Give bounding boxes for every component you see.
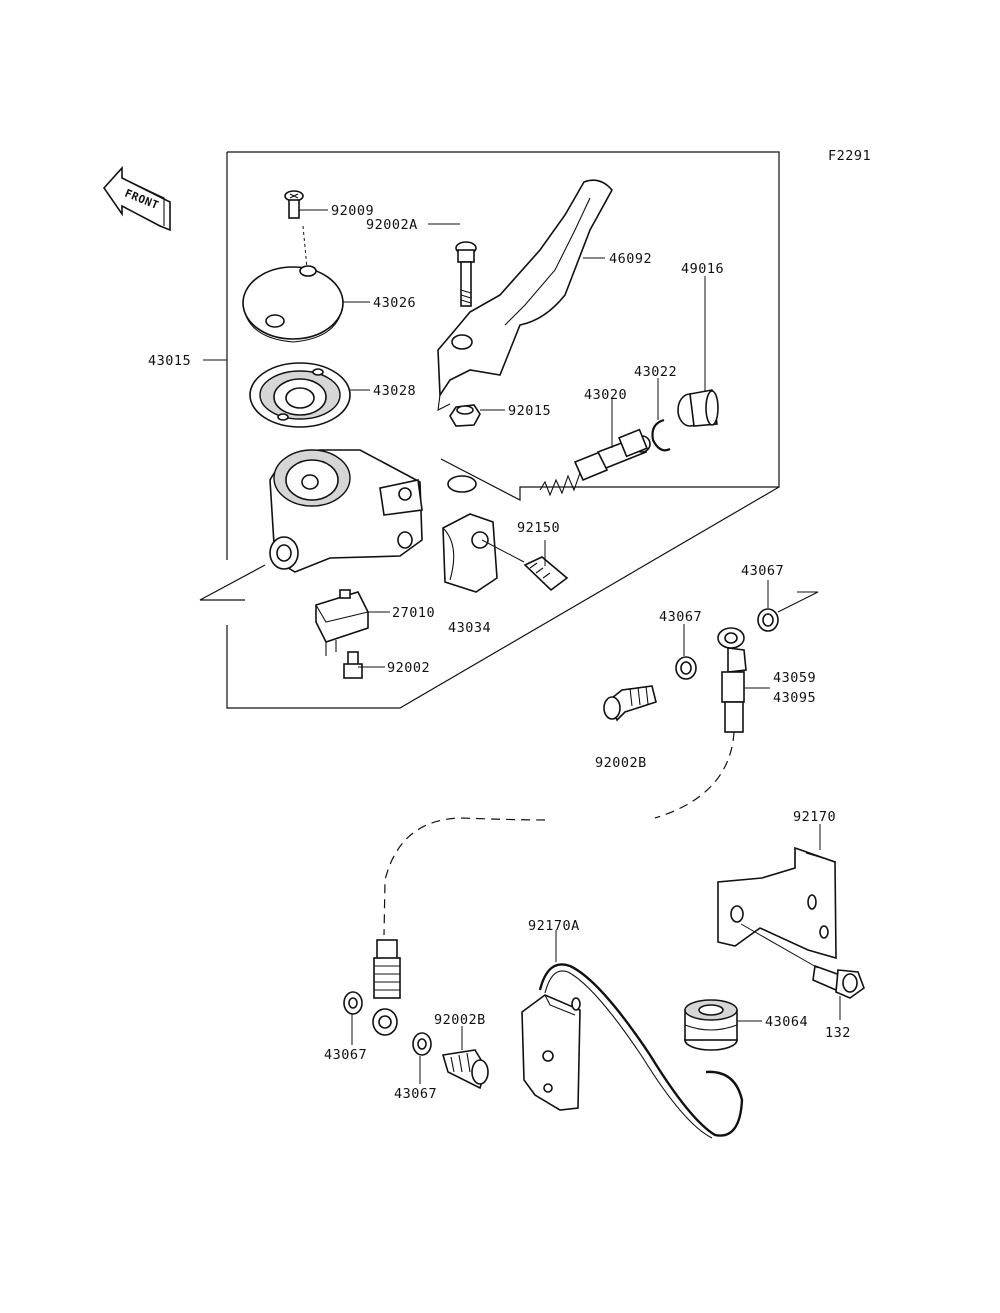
clamp-43034: [442, 475, 498, 593]
callout-132: 132: [825, 1025, 851, 1041]
banjo-bolt-92002B-lower: [441, 1026, 489, 1090]
callout-92015: 92015: [508, 403, 551, 419]
callout-43020: 43020: [584, 387, 627, 403]
callout-43067-mid: 43067: [659, 609, 702, 625]
callout-92002B-upper: 92002B: [595, 755, 647, 771]
grommet-43064: [684, 999, 762, 1051]
callout-92002B-lower: 92002B: [434, 1012, 486, 1028]
brake-hose-line: [383, 731, 735, 936]
piston-kit-43020: [539, 398, 651, 497]
bracket-92170: [717, 824, 837, 960]
callout-92170: 92170: [793, 809, 836, 825]
screw-92009: [284, 190, 328, 269]
callout-27010: 27010: [392, 605, 435, 621]
washer-43067-lower-left: [343, 991, 363, 1045]
screw-92002: [343, 651, 385, 679]
callout-43095: 43095: [773, 690, 816, 706]
diaphragm-43028: [249, 362, 370, 428]
callout-92170A: 92170A: [528, 918, 580, 934]
brake-lever-46092: [437, 179, 613, 411]
bracket-92170A: [521, 930, 744, 1139]
callout-92002A: 92002A: [366, 217, 418, 233]
callout-43059: 43059: [773, 670, 816, 686]
switch-27010: [315, 589, 390, 656]
callout-92002: 92002: [387, 660, 430, 676]
brake-hose-upper-fitting: [717, 627, 770, 733]
callout-43026: 43026: [373, 295, 416, 311]
callout-43064: 43064: [765, 1014, 808, 1030]
pivot-bolt-92002A: [428, 223, 477, 307]
master-cylinder-body: [269, 449, 423, 573]
boot-49016: [677, 276, 719, 427]
callout-46092: 46092: [609, 251, 652, 267]
callout-43028: 43028: [373, 383, 416, 399]
callout-43034: 43034: [448, 620, 491, 636]
nut-92015: [449, 404, 505, 427]
callout-43015: 43015: [148, 353, 191, 369]
banjo-bolt-92002B-upper: [603, 685, 657, 722]
reservoir-cap-43026: [242, 265, 370, 343]
callout-43067-lower-left: 43067: [324, 1047, 367, 1063]
washer-43067-lower-right: [412, 1032, 432, 1084]
washer-43067-right: [757, 580, 819, 632]
callout-49016: 49016: [681, 261, 724, 277]
brake-hose-lower-fitting: [372, 939, 401, 1036]
callout-92150: 92150: [517, 520, 560, 536]
callout-43022: 43022: [634, 364, 677, 380]
clip-43022: [651, 378, 671, 452]
callout-43067-lower-right: 43067: [394, 1086, 437, 1102]
washer-43067-mid: [675, 624, 697, 680]
figure-code: F2291: [828, 148, 871, 164]
assembly-frame-43015: [199, 151, 780, 709]
callout-43067-right: 43067: [741, 563, 784, 579]
front-arrow-icon: FRONT: [102, 165, 171, 232]
bolt-132: [740, 923, 865, 1020]
bolt-92150: [481, 539, 569, 592]
callout-92009: 92009: [331, 203, 374, 219]
